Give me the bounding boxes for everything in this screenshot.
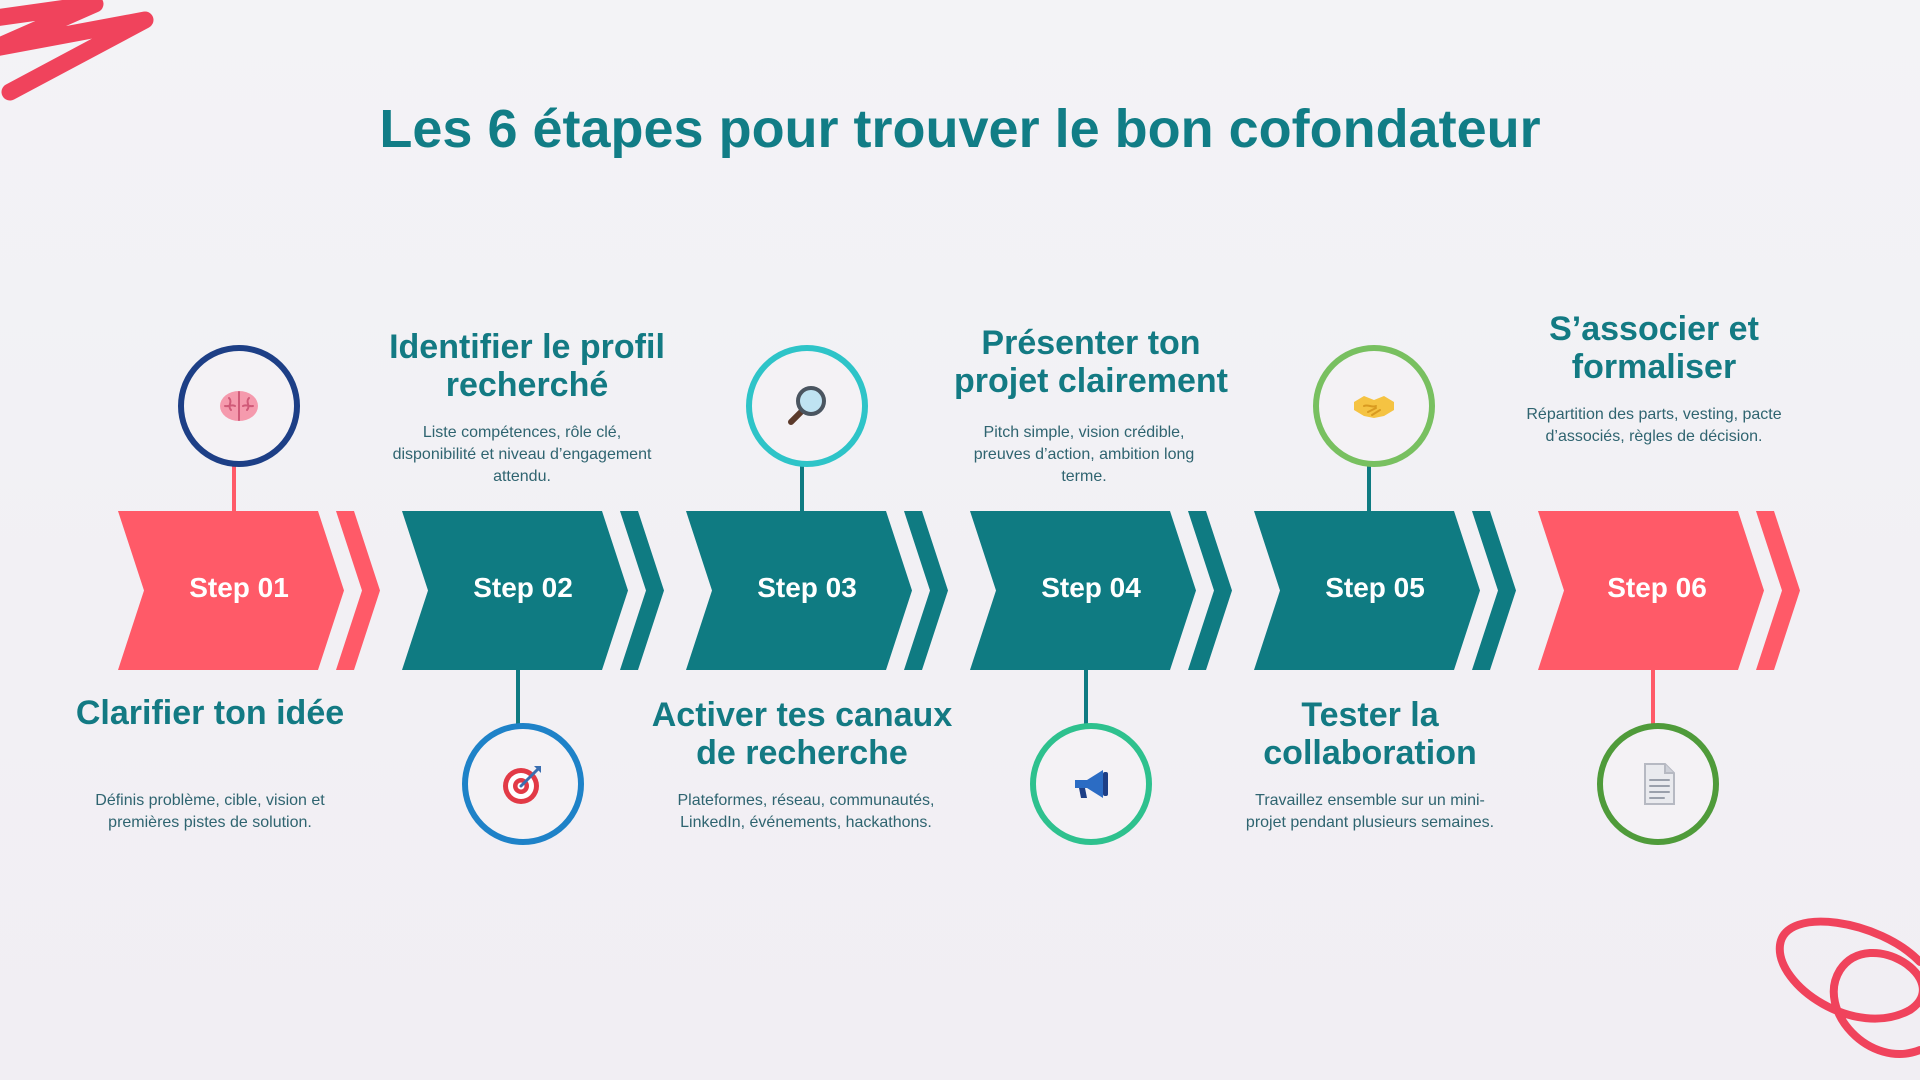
step-02-connector: [516, 670, 520, 726]
chevron-step-06-arrow: [1756, 511, 1800, 670]
step-05-title: Tester la collaboration: [1263, 696, 1477, 772]
step-03-label: Step 03: [757, 572, 857, 603]
step-05-label: Step 05: [1325, 572, 1425, 603]
chevron-step-05-arrow: [1472, 511, 1516, 670]
step-05-description: Travaillez ensemble sur un mini-projet p…: [1245, 792, 1495, 831]
step-02-circle: [462, 723, 584, 845]
step-02-title: Identifier le profil recherché: [389, 328, 665, 404]
step-04-label: Step 04: [1041, 572, 1141, 603]
scribble-decoration-top-left: [0, 0, 154, 101]
chevron-step-03-arrow: [904, 511, 948, 670]
step-02-label: Step 02: [473, 572, 573, 603]
step-03-connector: [800, 455, 804, 511]
step-06-title: S’associer et formaliser: [1549, 310, 1759, 386]
document-icon: [1644, 763, 1675, 805]
step-01-description: Définis problème, cible, vision et premi…: [95, 792, 325, 831]
step-01-circle: [178, 345, 300, 467]
step-03-title: Activer tes canaux de recherche: [651, 696, 953, 772]
step-06-circle: [1597, 723, 1719, 845]
step-01-label: Step 01: [189, 572, 289, 603]
megaphone-icon: [1075, 770, 1108, 798]
loop-decoration-bottom-right: [1775, 917, 1920, 1058]
step-06-description: Répartition des parts, vesting, pacte d’…: [1526, 406, 1782, 445]
step-03-circle: [746, 345, 868, 467]
step-04-description: Pitch simple, vision crédible, preuves d…: [973, 424, 1195, 485]
step-01-title: Clarifier ton idée: [75, 694, 345, 732]
step-01-connector: [232, 455, 236, 511]
step-05-connector: [1367, 455, 1371, 511]
chevron-step-02-arrow: [620, 511, 664, 670]
step-04-title: Présenter ton projet clairement: [954, 324, 1228, 400]
step-05-circle: [1313, 345, 1435, 467]
handshake-icon: [1354, 396, 1394, 418]
step-06-label: Step 06: [1607, 572, 1707, 603]
page-title: Les 6 étapes pour trouver le bon cofonda…: [379, 99, 1541, 159]
step-04-circle: [1030, 723, 1152, 845]
chevron-step-04-arrow: [1188, 511, 1232, 670]
brain-icon: [220, 391, 258, 421]
step-03-description: Plateformes, réseau, communautés, Linked…: [677, 792, 935, 831]
step-02-description: Liste compétences, rôle clé, disponibili…: [392, 424, 652, 485]
target-icon: [503, 766, 541, 804]
step-06-connector: [1651, 670, 1655, 726]
step-04-connector: [1084, 670, 1088, 726]
chevron-step-01-arrow: [336, 511, 380, 670]
magnifying-glass-icon: [788, 386, 826, 425]
